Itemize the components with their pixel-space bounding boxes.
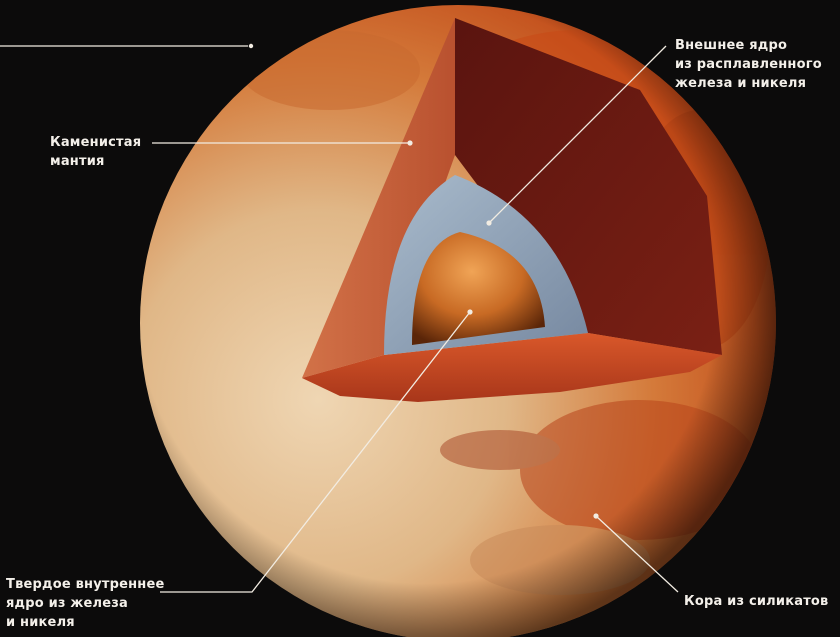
mantle-leader-dot [407,140,412,145]
crust-leader-dot [593,513,598,518]
mantle-label: Каменистая мантия [50,133,141,171]
mantle-label-line-1: Каменистая [50,133,141,152]
inner-core-leader-dot [467,309,472,314]
outer-core-label-line-1: Внешнее ядро [675,36,822,55]
outer-core-label-line-2: из расплавленного [675,55,822,74]
inner-core-label: Твердое внутреннее ядро из железа и нике… [6,575,165,632]
mantle-label-line-2: мантия [50,152,141,171]
outer-core-leader-dot [486,220,491,225]
inner-core-label-line-1: Твердое внутреннее [6,575,165,594]
crust-label: Кора из силикатов [684,592,828,611]
outer-core-label-line-3: железа и никеля [675,74,822,93]
inner-core-label-line-3: и никеля [6,613,165,632]
top-left-leader-dot [249,44,253,48]
outer-core-label: Внешнее ядро из расплавленного железа и … [675,36,822,93]
crust-label-line-1: Кора из силикатов [684,592,828,611]
inner-core-label-line-2: ядро из железа [6,594,165,613]
